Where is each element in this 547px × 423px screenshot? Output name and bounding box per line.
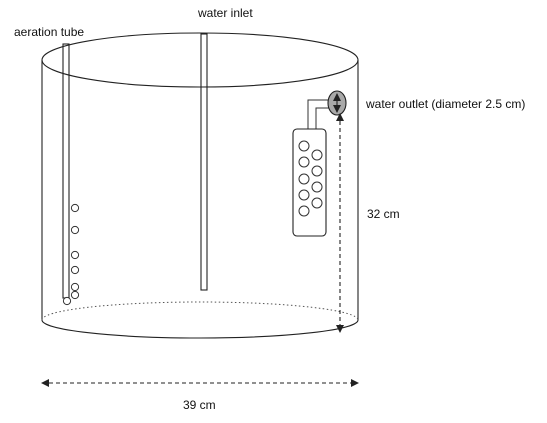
aeration-bubble xyxy=(70,225,80,235)
outlet-pipe-outer xyxy=(307,99,330,129)
filter-hole xyxy=(298,173,310,185)
filter-hole xyxy=(311,181,323,193)
aeration-bubble xyxy=(70,265,80,275)
aeration-tube-body xyxy=(62,43,70,299)
aeration-bubble xyxy=(70,290,80,300)
tank-bottom-front-edge xyxy=(41,319,359,339)
cylinder-tank xyxy=(41,32,359,339)
aeration-bubble xyxy=(62,296,72,306)
height-label: 32 cm xyxy=(367,207,400,221)
tank-bottom-back-edge xyxy=(41,301,359,321)
tank-top-rim xyxy=(41,32,359,88)
aeration-tube-label: aeration tube xyxy=(14,25,84,39)
filter-hole xyxy=(298,189,310,201)
filter-hole xyxy=(311,197,323,209)
aeration-bubble xyxy=(70,282,80,292)
aeration-tube xyxy=(62,43,80,306)
water-outlet-assembly xyxy=(292,90,347,237)
outlet-filter-box xyxy=(292,128,327,237)
filter-hole xyxy=(311,165,323,177)
filter-hole xyxy=(298,205,310,217)
diameter-label: 39 cm xyxy=(183,398,216,412)
aeration-bubble xyxy=(70,203,80,213)
aeration-bubble xyxy=(70,250,80,260)
filter-hole xyxy=(298,140,310,152)
water-inlet-pipe xyxy=(200,33,208,291)
water-outlet-label: water outlet (diameter 2.5 cm) xyxy=(365,97,525,111)
water-inlet-label: water inlet xyxy=(197,6,253,20)
filter-hole xyxy=(298,156,310,168)
filter-hole xyxy=(311,149,323,161)
outlet-pipe-inner xyxy=(315,107,334,129)
